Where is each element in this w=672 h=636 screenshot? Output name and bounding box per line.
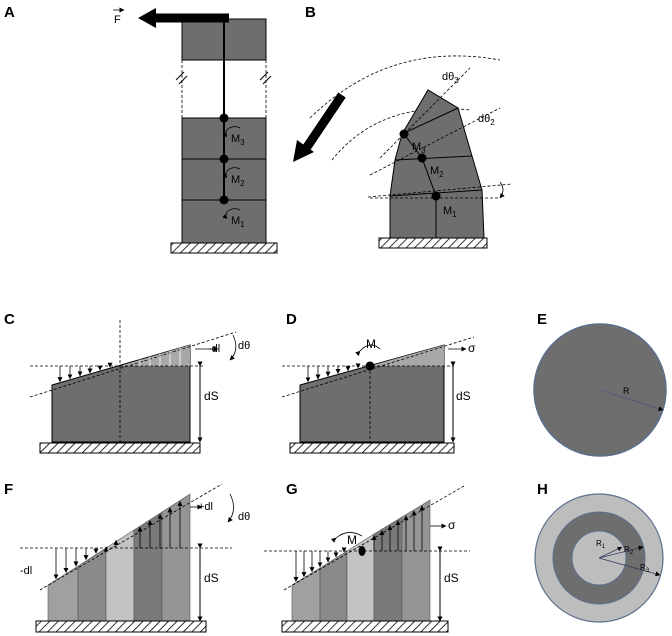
dl-pos-label-f: +dl: [198, 501, 213, 513]
sigma-label-d: σ: [468, 341, 476, 355]
moment-label-d: M: [366, 337, 376, 351]
section-line-3: [401, 107, 459, 135]
fiber-strip-4: [133, 511, 163, 622]
radius-line-e: [599, 389, 664, 412]
tension-zone-c: [120, 345, 190, 366]
stress-arrows-g: [293, 505, 425, 583]
dtheta-label-f: dθ: [238, 511, 250, 523]
strain-arrows-c: [57, 347, 181, 383]
node-m1: [219, 195, 229, 205]
dl-neg-label-f: -dl: [20, 565, 32, 577]
moment-label-m3: M3: [231, 133, 245, 147]
section-line-2: [394, 155, 473, 161]
radius-label-r2: R2: [624, 545, 634, 556]
panel-label-e: E: [537, 311, 547, 328]
node-b-m2: [417, 153, 427, 163]
panel-label-a: A: [4, 4, 15, 21]
moment-label-m2: M2: [231, 174, 245, 188]
radius-label-e: R: [623, 386, 630, 396]
tangent-line-2: [369, 107, 501, 176]
dtheta-arc-c: [229, 334, 237, 361]
panel-label-g: G: [286, 481, 298, 498]
dtheta-arc-f: [227, 493, 234, 523]
break-mark: [178, 75, 188, 85]
moment-b-label-1: M1: [443, 205, 457, 219]
wind-arrow-head: [293, 140, 314, 162]
panel-label-h: H: [537, 481, 548, 498]
ground-base-d: [289, 442, 455, 454]
dtheta-label-c: dθ: [238, 340, 250, 352]
moment-arc-d: [355, 344, 381, 357]
ds-label-c: dS: [204, 389, 219, 403]
break-mark: [175, 71, 185, 81]
rotated-line-c: [29, 331, 237, 398]
neutral-point-d: [365, 361, 375, 371]
fiber-strip-2: [77, 547, 107, 622]
rotated-line-d: [281, 336, 475, 398]
force-label: F: [114, 14, 121, 26]
node-m3: [219, 113, 229, 123]
radius-label-r3: R3: [640, 563, 650, 574]
ds-label-f: dS: [204, 571, 219, 585]
ds-label-d: dS: [456, 389, 471, 403]
panel-f: F -dl +dl dθ dS: [4, 481, 250, 633]
radius-line-r1: [598, 546, 623, 559]
dl-label-c: -dl: [208, 343, 220, 355]
moment-b-label-2: M2: [430, 165, 444, 179]
angle-label-2: dθ2: [478, 113, 495, 127]
moment-arc-1: [222, 208, 241, 220]
node-b-m3: [399, 129, 409, 139]
bent-rod: [403, 133, 437, 238]
radius-label-r1: R1: [596, 539, 606, 550]
moment-label-m1: M1: [231, 215, 245, 229]
rotated-line-f: [39, 483, 223, 591]
panel-e: E R: [533, 311, 667, 457]
moment-label-g: M: [347, 533, 357, 547]
ground-base-f: [35, 620, 207, 633]
panel-label-d: D: [286, 311, 297, 328]
panel-c: C dS -dl dθ: [4, 311, 250, 454]
fiber-strip-5: [161, 493, 191, 622]
panel-a: A F M3 M2 M1: [4, 4, 278, 254]
ground-base-b: [378, 237, 488, 249]
radius-line-r3: [598, 557, 661, 577]
wind-arrow-shaft: [301, 92, 346, 153]
moment-arc-2: [222, 167, 241, 179]
tangent-line-3: [379, 67, 471, 159]
node-b-m1: [431, 191, 441, 201]
panel-d: D M σ dS: [281, 311, 476, 454]
sigma-label-g: σ: [448, 518, 456, 532]
panel-b: B dθ3 dθ2 M3 M2 M1: [293, 4, 513, 249]
force-arrow-head: [138, 8, 156, 28]
fiber-strip-1: [47, 565, 79, 622]
stress-arrows-d: [305, 363, 361, 383]
panel-label-b: B: [305, 4, 316, 21]
neutral-point-g: [358, 546, 366, 556]
moment-b-label-3: M3: [412, 141, 426, 155]
column-block-1: [181, 199, 267, 244]
ds-label-g: dS: [444, 571, 459, 585]
angle-arc-1: [499, 181, 505, 199]
moment-arc-3: [222, 126, 241, 138]
panel-label-c: C: [4, 311, 15, 328]
ground-base-a: [170, 242, 278, 254]
strain-arrows-f: [53, 500, 183, 580]
tension-zone-d: [370, 345, 444, 366]
bent-column: [389, 89, 485, 239]
node-m2: [219, 154, 229, 164]
angle-label-3: dθ3: [442, 71, 459, 85]
panel-label-f: F: [4, 481, 13, 498]
moment-arc-g: [330, 532, 363, 543]
radius-line-r2: [598, 545, 644, 559]
ground-base-g: [281, 620, 449, 633]
break-mark: [259, 71, 269, 81]
break-mark: [262, 75, 272, 85]
panel-g: G M σ dS: [264, 481, 470, 633]
curvature-arc-inner: [331, 108, 471, 161]
panel-h: H R1 R2 R3: [534, 481, 664, 623]
curvature-arc-outer: [309, 55, 501, 119]
ground-base-c: [39, 442, 201, 454]
tangent-line-1: [367, 183, 513, 198]
